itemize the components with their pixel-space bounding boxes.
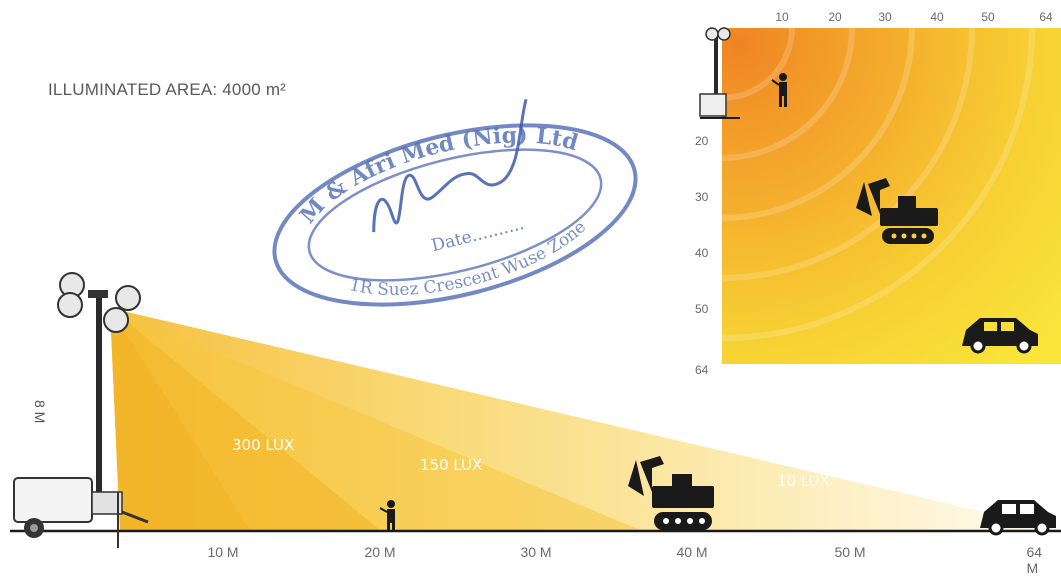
inset-top-view-map bbox=[409, 0, 1061, 364]
inset-left-tick: 64 bbox=[695, 363, 709, 377]
lux-label-10: 10 LUX bbox=[777, 472, 830, 490]
inset-left-tick: 40 bbox=[695, 246, 709, 260]
distance-tick: 64 M bbox=[1026, 544, 1043, 576]
inset-car-icon bbox=[962, 318, 1038, 354]
distance-tick: 30 M bbox=[520, 544, 552, 560]
distance-tick: 20 M bbox=[364, 544, 396, 560]
company-stamp-seal: M & Afri Med (Nig) Ltd 1R Suez Crescent … bbox=[272, 98, 638, 320]
light-beam bbox=[110, 308, 1061, 530]
car-icon bbox=[980, 500, 1056, 536]
tower-height-label: 8 M bbox=[32, 400, 48, 424]
inset-top-tick: 10 bbox=[775, 10, 789, 24]
inset-left-tick: 50 bbox=[695, 302, 709, 316]
inset-excavator-icon bbox=[856, 178, 938, 244]
lux-label-150: 150 LUX bbox=[420, 456, 483, 474]
distance-tick: 10 M bbox=[207, 544, 239, 560]
inset-top-tick: 64 bbox=[1039, 10, 1053, 24]
inset-top-tick: 50 bbox=[981, 10, 995, 24]
person-icon bbox=[379, 500, 395, 532]
illuminated-area-label: ILLUMINATED AREA: 4000 m² bbox=[48, 80, 287, 99]
distance-tick: 50 M bbox=[834, 544, 866, 560]
inset-person-icon bbox=[771, 73, 787, 107]
lux-label-300: 300 LUX bbox=[232, 436, 295, 454]
inset-left-tick: 20 bbox=[695, 134, 709, 148]
distance-tick: 40 M bbox=[676, 544, 708, 560]
inset-top-tick: 30 bbox=[878, 10, 892, 24]
excavator-icon bbox=[628, 456, 714, 530]
inset-top-tick: 40 bbox=[930, 10, 944, 24]
inset-left-tick: 30 bbox=[695, 190, 709, 204]
light-tower-icon bbox=[13, 272, 149, 548]
inset-top-tick: 20 bbox=[828, 10, 842, 24]
